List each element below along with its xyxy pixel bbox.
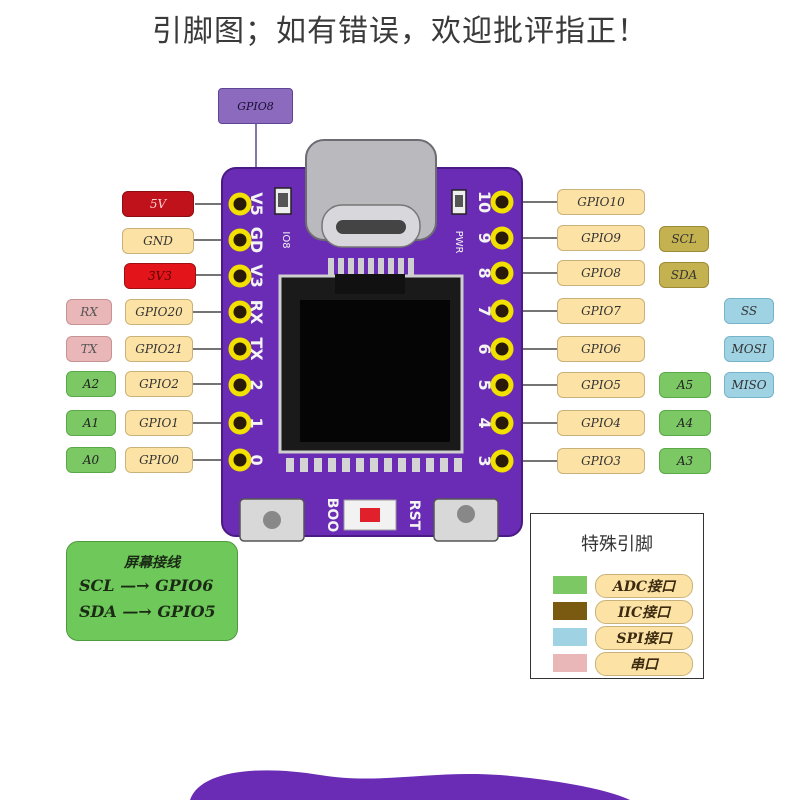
- silk-right-5: 5: [475, 379, 494, 390]
- pin-mosi-label: MOSI: [724, 336, 774, 362]
- silk-left-7: 0: [247, 454, 266, 465]
- decorative-blob: [190, 770, 630, 800]
- silk-rst: RST: [406, 500, 422, 531]
- pin-a2-label: A2: [66, 371, 116, 397]
- legend-swatch-adc: [553, 576, 587, 594]
- pin-gpio9-label: GPIO9: [557, 225, 645, 251]
- legend-label-adc: ADC接口: [595, 574, 693, 598]
- silk-right-6: 4: [475, 417, 494, 428]
- screen-wiring-note: 屏幕接线 SCL —→ GPIO6 SDA —→ GPIO5: [66, 541, 238, 641]
- pin-gnd-label: GND: [122, 228, 194, 254]
- pin-gpio7-label: GPIO7: [557, 298, 645, 324]
- silk-left-1: GD: [247, 227, 266, 253]
- pin-gpio6-label: GPIO6: [557, 336, 645, 362]
- bottom-pads: [286, 458, 462, 472]
- legend-label-iic: IIC接口: [595, 600, 693, 624]
- pin-a3-label: A3: [659, 448, 711, 474]
- legend-swatch-uart: [553, 654, 587, 672]
- silk-right-1: 9: [475, 232, 494, 243]
- silk-right-7: 3: [475, 455, 494, 466]
- pin-5v-label: 5V: [122, 191, 194, 217]
- pin-gpio0-label: GPIO0: [125, 447, 193, 473]
- silk-left-2: V3: [247, 264, 266, 288]
- left-header: [228, 192, 252, 472]
- pin-gpio20-label: GPIO20: [125, 299, 193, 325]
- pin-gpio4-label: GPIO4: [557, 410, 645, 436]
- pin-gpio3-label: GPIO3: [557, 448, 645, 474]
- pin-rx-label: RX: [66, 299, 112, 325]
- pin-a1-label: A1: [66, 410, 116, 436]
- legend-swatch-spi: [553, 628, 587, 646]
- legend: 特殊引脚 ADC接口 IIC接口 SPI接口 串口: [530, 513, 704, 679]
- pin-gpio5-label: GPIO5: [557, 372, 645, 398]
- display-flex-pins: [328, 258, 414, 276]
- silk-io8: IO8: [280, 231, 291, 248]
- silk-right-3: 7: [475, 305, 494, 316]
- silk-left-3: RX: [247, 300, 266, 325]
- page-title: 引脚图；如有错误，欢迎批评指正！: [152, 14, 648, 49]
- pin-tx-label: TX: [66, 336, 112, 362]
- pin-a5-label: A5: [659, 372, 711, 398]
- silk-left-5: 2: [247, 379, 266, 390]
- silk-left-0: V5: [247, 192, 266, 216]
- pin-ss-label: SS: [724, 298, 774, 324]
- screen-note-scl: SCL —→ GPIO6: [79, 576, 214, 595]
- screen-note-heading: 屏幕接线: [124, 555, 180, 571]
- pin-gpio8-label: GPIO8: [557, 260, 645, 286]
- pin-gpio2-label: GPIO2: [125, 371, 193, 397]
- pin-3v3-label: 3V3: [124, 263, 196, 289]
- pin-gpio10-label: GPIO10: [557, 189, 645, 215]
- silk-right-0: 10: [475, 191, 494, 213]
- screen-note-sda: SDA —→ GPIO5: [79, 602, 216, 621]
- silk-left-6: 1: [247, 417, 266, 428]
- pin-gpio21-label: GPIO21: [125, 336, 193, 362]
- legend-label-spi: SPI接口: [595, 626, 693, 650]
- legend-label-uart: 串口: [595, 652, 693, 676]
- pin-sda-label: SDA: [659, 262, 709, 288]
- silk-right: 10 9 8 7 6 5 4 3: [475, 191, 494, 467]
- silk-left: V5 GD V3 RX TX 2 1 0: [247, 192, 266, 465]
- silk-right-2: 8: [475, 267, 494, 278]
- pin-a0-label: A0: [66, 447, 116, 473]
- silk-pwr: PWR: [453, 231, 464, 254]
- silk-right-4: 6: [475, 343, 494, 354]
- silk-boot: BOO: [324, 498, 340, 533]
- pin-a4-label: A4: [659, 410, 711, 436]
- silk-left-4: TX: [247, 337, 266, 361]
- legend-title: 特殊引脚: [581, 534, 653, 555]
- legend-swatch-iic: [553, 602, 587, 620]
- pin-miso-label: MISO: [724, 372, 774, 398]
- gpio8-tag: GPIO8: [218, 88, 293, 124]
- right-header: [490, 190, 514, 473]
- pin-gpio1-label: GPIO1: [125, 410, 193, 436]
- pin-scl-label: SCL: [659, 226, 709, 252]
